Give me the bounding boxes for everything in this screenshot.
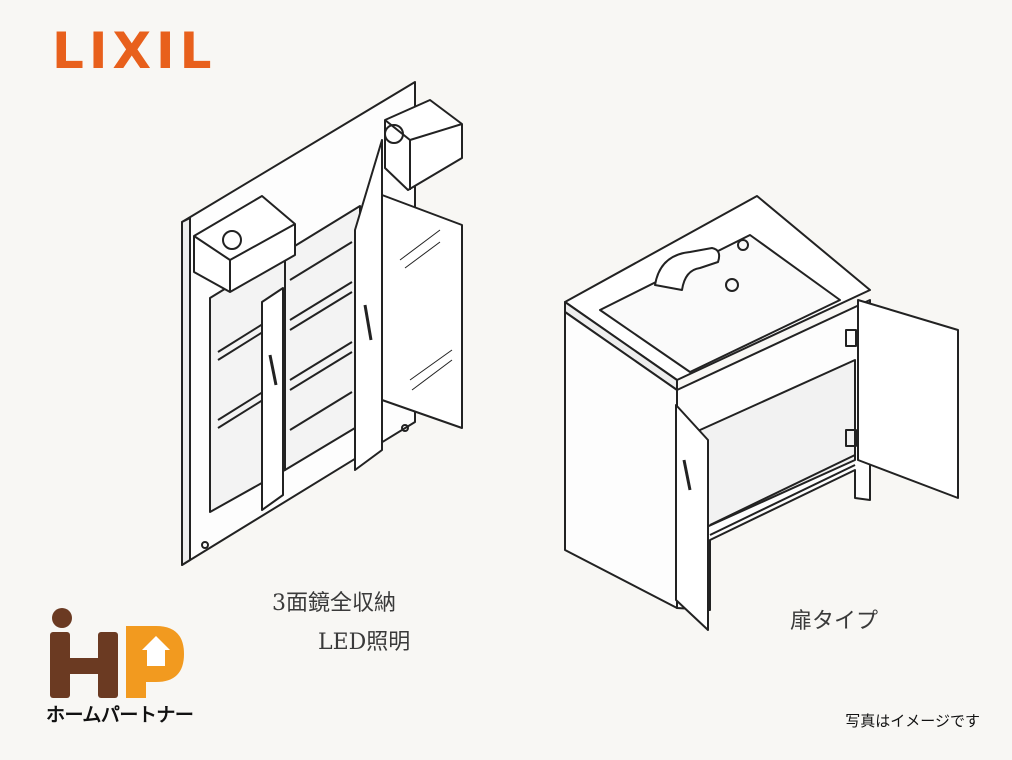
vanity-drawing xyxy=(564,195,959,631)
mirror-cabinet-caption-line2: LED照明 xyxy=(318,630,411,655)
home-partner-mark xyxy=(50,608,184,698)
lixil-logo-text: LIXIL xyxy=(52,22,217,80)
mirror-cabinet-caption-line1: 3面鏡全収納 xyxy=(272,591,396,616)
vanity-caption: 扉タイプ xyxy=(790,609,879,634)
lixil-logo: LIXIL xyxy=(52,26,216,76)
mirror-cabinet-drawing xyxy=(181,81,463,566)
image-note: 写真はイメージです xyxy=(845,712,980,730)
home-partner-text: ホームパートナー xyxy=(46,704,194,726)
hp-mark-letters xyxy=(50,608,184,698)
